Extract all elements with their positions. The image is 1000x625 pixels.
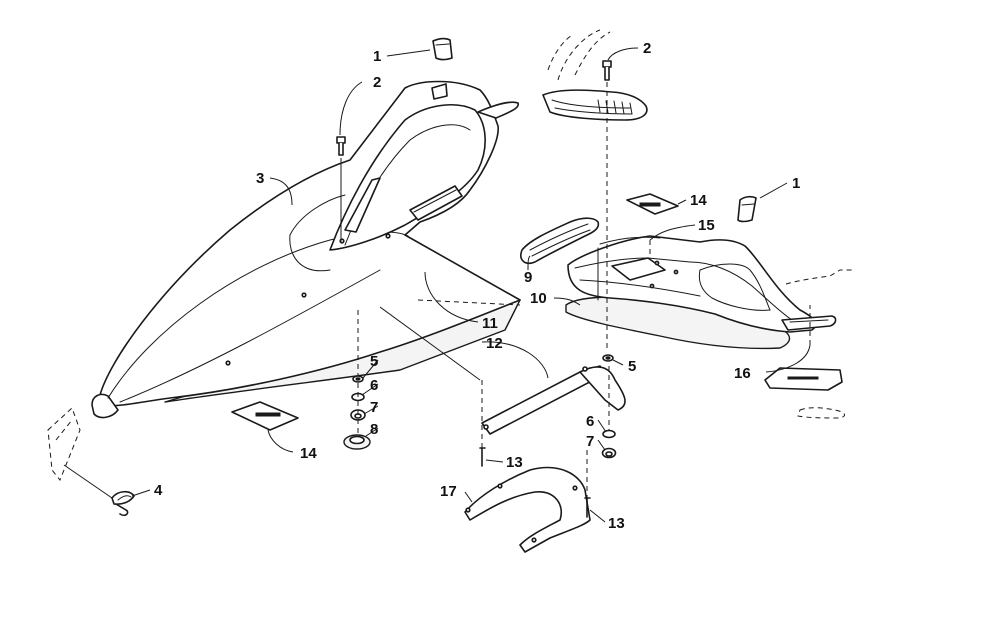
pad-part-14-upper	[626, 193, 679, 215]
seat-part-15	[567, 235, 837, 333]
bolt-part-2-left	[336, 136, 346, 156]
guard-part-17	[464, 466, 591, 553]
callout-9: 9	[524, 269, 532, 286]
callout-6-left: 6	[370, 377, 378, 394]
steering-area-sketch	[542, 29, 648, 121]
decal-part-1-left	[432, 37, 453, 61]
callout-4: 4	[154, 482, 163, 499]
leader-lines	[63, 47, 811, 523]
hood-part-3	[91, 80, 521, 419]
fastener-stack-right	[601, 354, 617, 459]
callout-11: 11	[482, 315, 498, 332]
callout-8: 8	[370, 421, 378, 438]
callout-7-right: 7	[586, 433, 594, 450]
callout-14-upper: 14	[690, 192, 707, 209]
callout-12: 12	[486, 335, 503, 352]
grille-part-9	[520, 217, 600, 265]
callout-7-left: 7	[370, 399, 378, 416]
callout-14-lower: 14	[300, 445, 317, 462]
callout-3: 3	[256, 170, 264, 187]
callout-2-left: 2	[373, 74, 381, 91]
callout-labels: 1 2 3 2 14 15 1 9 10 11 12 5 6 7 8 14 5 …	[154, 40, 800, 532]
callout-10: 10	[530, 290, 547, 307]
callout-13-right: 13	[608, 515, 625, 532]
pad-part-14-lower	[231, 401, 299, 431]
bracket-part-12	[481, 365, 626, 435]
callout-16: 16	[734, 365, 751, 382]
callout-13-left: 13	[506, 454, 523, 471]
callout-1-right: 1	[792, 175, 800, 192]
callout-15: 15	[698, 217, 715, 234]
decal-part-1-right	[737, 195, 757, 223]
callout-5-right: 5	[628, 358, 636, 375]
pin-part-13-left	[479, 447, 486, 467]
bolt-part-2-right	[602, 60, 612, 81]
flap-part-16	[764, 269, 852, 419]
callout-2-right: 2	[643, 40, 651, 57]
callout-17: 17	[440, 483, 457, 500]
callout-6-right: 6	[586, 413, 594, 430]
retainer-part-4	[111, 490, 135, 517]
callout-5-left: 5	[370, 353, 378, 370]
callout-1-left: 1	[373, 48, 381, 65]
front-decal-panel	[47, 407, 81, 481]
